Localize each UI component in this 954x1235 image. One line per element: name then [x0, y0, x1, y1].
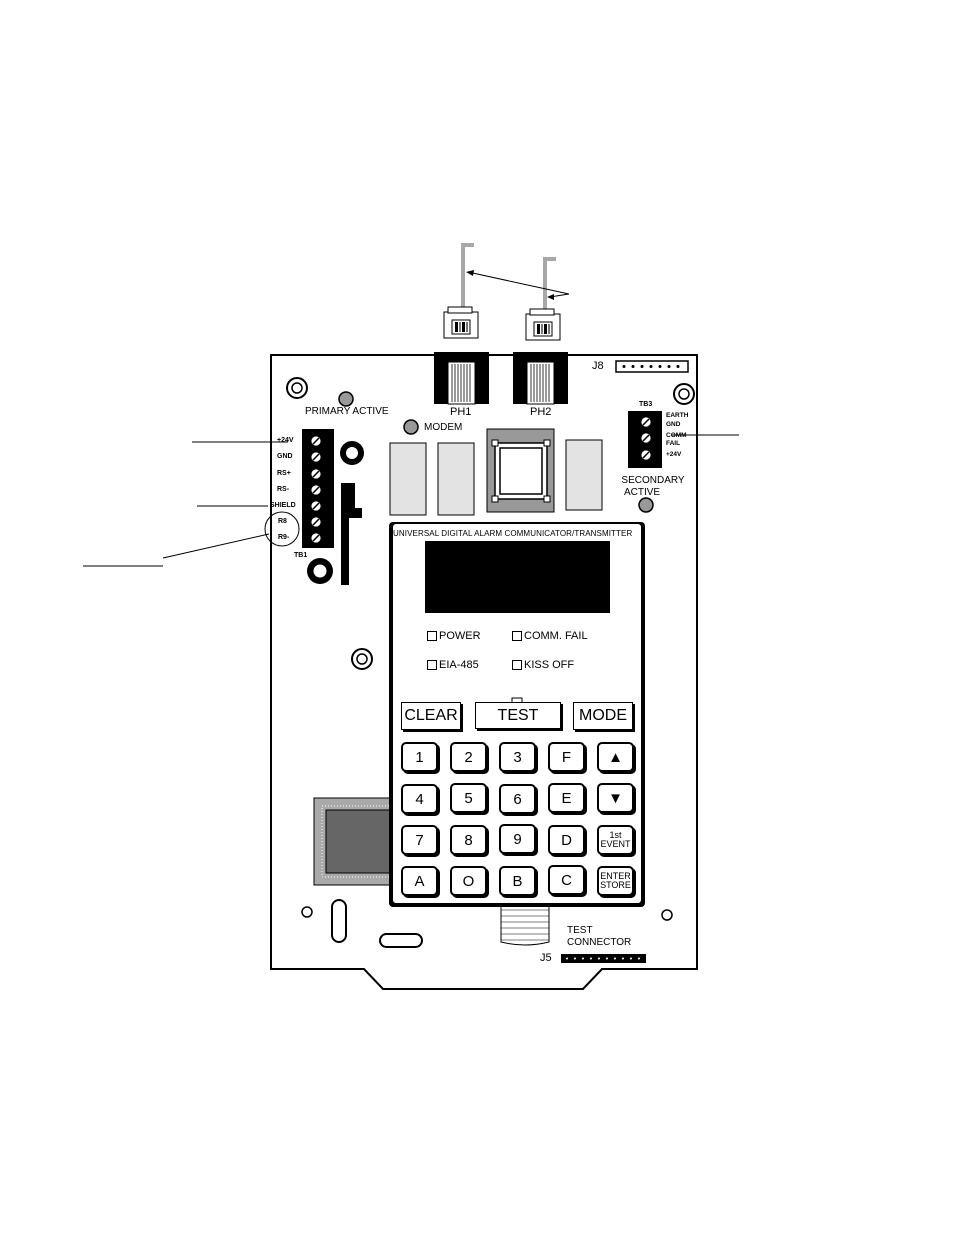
up-arrow-key[interactable]: ▲	[597, 742, 634, 772]
phone-cord-1	[461, 243, 474, 312]
indicator-kiss-off-label: KISS OFF	[524, 659, 575, 671]
lcd-display	[425, 541, 610, 613]
tb3-terminal-gnd: GND	[666, 421, 681, 428]
tb3-terminal-24v: +24V	[666, 451, 682, 458]
key-f[interactable]: F	[548, 742, 585, 772]
indicator-eia-485-label: EIA-485	[439, 659, 479, 671]
led-secondary-active	[638, 497, 654, 513]
indicator-comm-fail: COMM. FAIL	[512, 630, 588, 642]
label-test-connector-2: CONNECTOR	[567, 937, 632, 948]
enter-store-key-line2: STORE	[600, 880, 631, 890]
key-5[interactable]: 5	[450, 783, 487, 813]
label-modem: MODEM	[424, 422, 463, 433]
indicator-eia-485: EIA-485	[427, 659, 479, 671]
tb1-terminal-r9: R9-	[278, 534, 290, 541]
key-b[interactable]: B	[499, 866, 536, 896]
indicator-power-label: POWER	[439, 630, 481, 642]
key-e[interactable]: E	[548, 783, 585, 813]
tb3-terminal-fail: FAIL	[666, 440, 681, 447]
label-primary-active: PRIMARY ACTIVE	[305, 406, 389, 417]
key-a[interactable]: A	[401, 866, 438, 896]
indicator-eia-485-lamp	[427, 660, 437, 670]
lower-left-module	[313, 797, 397, 886]
tb1-terminal-rs-minus: RS-	[277, 486, 290, 493]
enter-store-key[interactable]: ENTER STORE	[597, 866, 634, 896]
label-ph2: PH2	[530, 406, 552, 418]
jack-ph1	[434, 352, 489, 405]
indicator-kiss-off-lamp	[512, 660, 522, 670]
first-event-key-line1: 1st	[609, 830, 622, 840]
tb1-terminal-24v: +24V	[277, 437, 294, 444]
test-button[interactable]: TEST	[475, 702, 561, 729]
tb1-terminal-r8: R8	[278, 518, 287, 525]
key-6[interactable]: 6	[499, 784, 536, 814]
label-test-connector-1: TEST	[567, 925, 593, 936]
key-c[interactable]: C	[548, 865, 585, 895]
label-j5: J5	[540, 952, 552, 964]
key-2[interactable]: 2	[450, 742, 487, 772]
mounting-holes	[286, 377, 695, 921]
tb3-label: TB3	[639, 401, 653, 408]
processor-chip	[486, 428, 555, 513]
key-o[interactable]: O	[450, 866, 487, 896]
key-4[interactable]: 4	[401, 784, 438, 814]
ribbon-cable	[500, 903, 550, 946]
first-event-key[interactable]: 1st EVENT	[597, 825, 634, 855]
tb1-terminal-shield: SHIELD	[270, 502, 296, 509]
tb1-terminal-rs-plus: RS+	[277, 470, 291, 477]
key-9[interactable]: 9	[499, 824, 536, 854]
phone-plug-2	[525, 308, 561, 341]
key-1[interactable]: 1	[401, 742, 438, 772]
jack-ph2	[513, 352, 568, 405]
indicator-power: POWER	[427, 630, 481, 642]
enter-store-key-line1: ENTER	[600, 871, 631, 881]
tb1-terminal-gnd: GND	[277, 453, 293, 460]
label-j8: J8	[592, 360, 604, 372]
down-arrow-key[interactable]: ▼	[597, 783, 634, 813]
indicator-comm-fail-lamp	[512, 631, 522, 641]
indicator-power-lamp	[427, 631, 437, 641]
key-8[interactable]: 8	[450, 825, 487, 855]
label-secondary-line2: ACTIVE	[623, 487, 661, 498]
header-j8	[615, 360, 689, 373]
led-primary-active	[338, 391, 354, 407]
indicator-kiss-off: KISS OFF	[512, 659, 574, 671]
key-7[interactable]: 7	[401, 825, 438, 855]
led-modem	[403, 419, 419, 435]
terminal-block-tb3	[628, 411, 662, 468]
key-3[interactable]: 3	[499, 742, 536, 772]
label-secondary-line1: SECONDARY	[621, 475, 685, 486]
tb3-terminal-comm: COMM	[666, 432, 687, 439]
phone-plug-1	[443, 306, 479, 339]
tb3-terminal-earth: EARTH	[666, 412, 689, 419]
clear-button[interactable]: CLEAR	[401, 702, 461, 730]
terminal-block-tb1	[302, 429, 334, 548]
mode-button[interactable]: MODE	[573, 702, 633, 730]
phone-cord-2	[543, 257, 556, 314]
key-d[interactable]: D	[548, 825, 585, 855]
first-event-key-line2: EVENT	[600, 839, 631, 849]
label-ph1: PH1	[450, 406, 472, 418]
indicator-comm-fail-label: COMM. FAIL	[524, 630, 588, 642]
panel-title: UNIVERSAL DIGITAL ALARM COMMUNICATOR/TRA…	[393, 529, 633, 538]
header-j5	[561, 954, 646, 963]
tb1-label: TB1	[294, 552, 308, 559]
